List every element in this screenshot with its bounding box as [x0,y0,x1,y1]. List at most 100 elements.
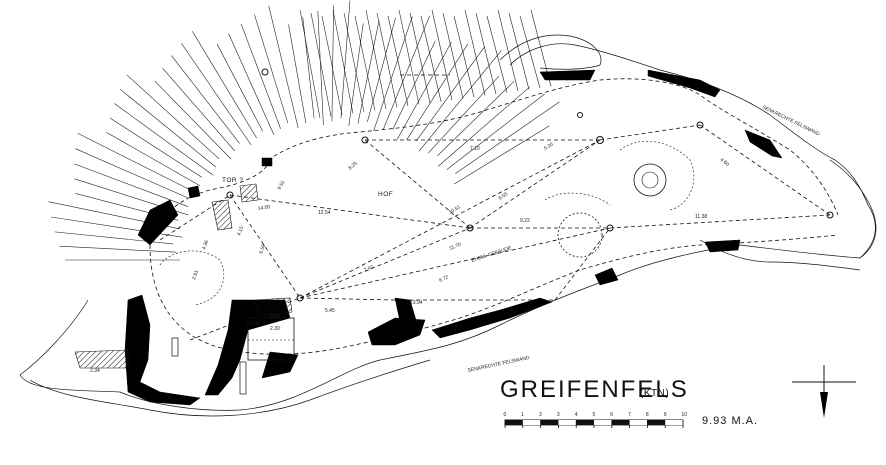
hachure-stroke [437,86,530,167]
measurement-value: 2.34 [90,368,100,374]
slope-hachures [48,0,560,261]
measurement-value: 4.36 [201,239,210,250]
scale-tick-label: 7 [628,412,631,418]
measurement-value: 12.54 [318,210,331,216]
hachure-stroke [302,17,315,119]
hachure-stroke [154,80,232,159]
hachure-stroke [464,9,486,96]
scale-tick-label: 9 [664,412,667,418]
label-hof: HOF [378,191,393,198]
measurement-value: 14.00 [257,204,270,212]
hachure-stroke [299,9,321,119]
hachure-stroke [387,15,409,107]
scale-segment [611,420,630,425]
plan-title: GREIFENFELS [500,376,689,403]
scale-segment [576,420,594,425]
hachure-stroke [348,23,364,127]
label-cliff-south: SENKRECHTE FELSWAND [467,355,530,374]
measurement-value: 11.38 [695,214,707,220]
hachure-stroke [228,33,275,135]
scale-segment [558,420,577,425]
hachure-stroke [254,14,289,124]
hachure-stroke [240,23,281,129]
hachure-stroke [365,9,387,110]
building-outline [171,317,295,395]
measurement-value: 9.51 [277,179,287,191]
hachure-stroke [392,40,436,130]
hachure-stroke [497,9,519,92]
scale-segment [629,420,648,425]
hachure-stroke [317,10,324,126]
scale-tick-label: 0 [504,412,507,418]
hachure-stroke [106,131,201,186]
hachure-stroke [181,43,252,146]
measurement-labels: 14.0012.5411.709.227.426.7213.945.4511.3… [90,142,730,374]
survey-date: 9.93 M.A. [702,415,758,427]
scale-tick-label: 2 [539,412,542,418]
hachure-stroke [75,148,189,199]
hachure-stroke [171,55,240,144]
hachure-stroke [486,15,508,93]
hachure-stroke [216,44,263,132]
hachure-stroke [519,15,541,89]
wall-remains [124,69,783,406]
scale-segment [594,420,612,425]
scale-segment [665,420,683,425]
measurement-value: 13.94 [410,300,423,306]
label-building: EHEM. GEBÄUDE [470,244,512,264]
hachure-stroke [409,12,431,104]
rubble-mounds [159,140,695,306]
measurement-value: 5.20 [543,142,555,152]
measurement-value: 8.55 [498,191,510,202]
measurement-value: 2.30 [270,326,280,332]
rock-outline [19,34,877,417]
measurement-value: 9.22 [520,218,530,224]
label-cliff-east: SENKRECHTE FELSWAND [761,104,821,137]
hachure-stroke [114,103,214,176]
measurement-value: 6.58 [258,243,267,254]
survey-points [226,68,834,302]
hachure-stroke [59,245,177,253]
hachure-stroke [74,163,189,207]
hachure-stroke [453,125,550,185]
hachure-stroke [446,93,545,170]
hachure-stroke [331,5,334,122]
hachure-stroke [109,117,202,178]
hachure-stroke [437,80,515,156]
scale-segment [522,420,541,425]
scale-segment [647,420,666,425]
hachure-stroke [427,76,500,154]
hachure-stroke [373,16,413,131]
hachure-stroke [77,132,200,195]
hachure-stroke [192,31,257,139]
north-arrow-icon [792,365,856,418]
hatched-structures [74,183,293,369]
label-tor: TOR ? [222,177,244,184]
measurement-value: 7.10 [470,146,480,152]
hachure-stroke [453,15,475,98]
scale-tick-label: 6 [610,412,613,418]
hachure-stroke [406,43,469,140]
hachure-stroke [396,41,452,140]
hachure-stroke [420,15,442,102]
hachure-stroke [354,15,376,111]
hachure-stroke [442,12,464,99]
hachure-stroke [288,24,307,124]
scale-tick-label: 3 [557,412,560,418]
scale-segment [505,420,523,425]
measurement-value: 6.72 [438,274,450,284]
scale-tick-label: 10 [682,412,688,418]
measurement-value: 4.60 [719,157,730,168]
hachure-stroke [268,5,299,129]
hachure-stroke [119,88,216,168]
hachure-stroke [340,0,351,119]
scale-tick-label: 1 [521,412,524,418]
scale-tick-label: 8 [646,412,649,418]
hachure-stroke [418,50,502,152]
measurement-value: 1.80 [250,321,260,327]
measurement-value: 11.70 [449,242,463,252]
hachure-stroke [162,68,236,152]
hachure-stroke [54,231,174,245]
hachure-stroke [332,9,354,114]
